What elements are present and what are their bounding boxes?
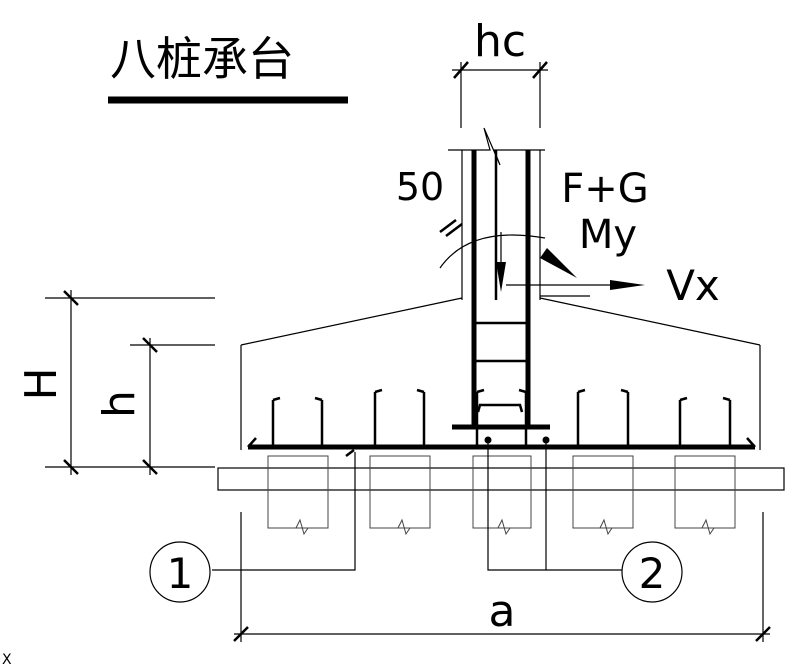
piles (267, 455, 736, 536)
marker-1-leader (212, 452, 356, 571)
corner-mark: X (2, 652, 12, 668)
axial-load-label: F+G (561, 166, 649, 212)
marker-1-circle (149, 541, 211, 603)
pile-cap-outline (217, 297, 785, 491)
marker-1-label: 1 (167, 549, 194, 598)
hc-dimension (452, 61, 548, 128)
height-label: h (94, 390, 145, 418)
moment-label: My (579, 212, 637, 258)
bottom-slab (217, 467, 785, 491)
width-label: a (489, 586, 516, 637)
marker-2-circle (621, 541, 683, 603)
hc-label: hc (474, 16, 526, 67)
marker-2-label: 2 (639, 549, 666, 598)
moment-arrowhead (540, 248, 577, 278)
shear-label: Vx (666, 261, 720, 310)
width-dimension (233, 512, 771, 642)
drawing-title: 八桩承台 (110, 32, 294, 86)
total-height-label: H (16, 367, 67, 400)
cover-label: 50 (396, 165, 444, 209)
moment-arc (439, 234, 546, 269)
height-dimensions (45, 290, 215, 475)
dowel-bars (271, 388, 732, 447)
column-break-line (448, 127, 545, 166)
marker-2-leader (487, 442, 622, 571)
cover-tick (439, 219, 457, 233)
